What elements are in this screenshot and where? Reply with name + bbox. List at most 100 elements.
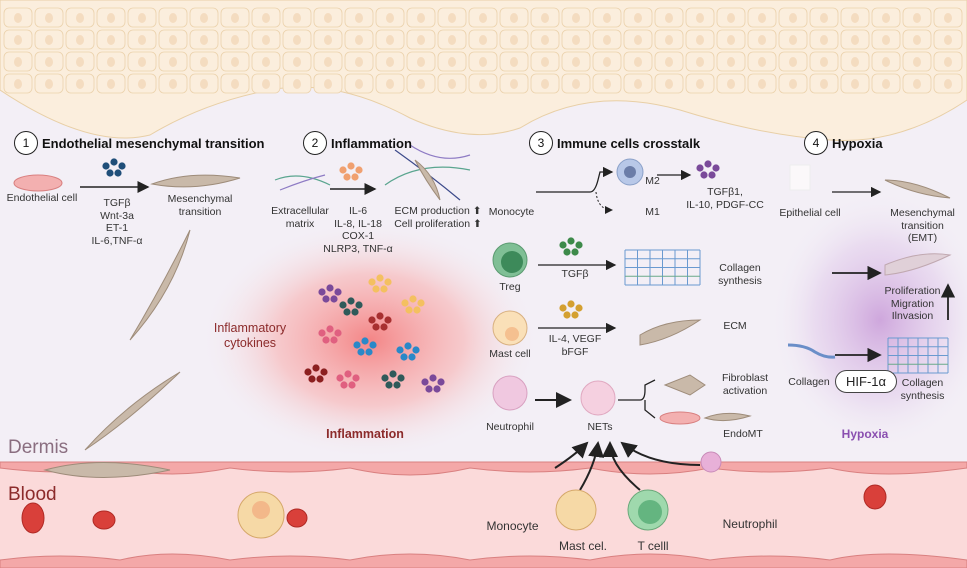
proliferating-cells-icon: [884, 253, 952, 276]
cytokine-dot: [429, 374, 437, 382]
inflammation-outcome-label: ECM production ⬆ Cell proliferation ⬆: [394, 205, 482, 230]
epidermal-nucleus: [944, 35, 952, 45]
cytokine-dot: [700, 171, 708, 179]
epidermal-nucleus: [169, 79, 177, 89]
ecm-label: Extracellular matrix: [271, 205, 329, 230]
cytokine-dot: [347, 297, 355, 305]
ecm-fibroblast-icon: [639, 319, 702, 346]
epidermal-nucleus: [200, 79, 208, 89]
endothelial-cell-icon: [659, 411, 701, 425]
cytokine-dot: [343, 308, 351, 316]
epidermal-nucleus: [820, 13, 828, 23]
epidermal-nucleus: [541, 57, 549, 67]
epidermal-nucleus: [758, 57, 766, 67]
collagen-label: Collagen: [788, 376, 830, 388]
monocyte-m2-arrow: [536, 166, 614, 193]
epidermal-nucleus: [820, 57, 828, 67]
cytokine-dot: [348, 381, 356, 389]
epidermal-nucleus: [944, 79, 952, 89]
epidermal-nucleus: [293, 35, 301, 45]
section-3-header: 3 Immune cells crosstalk: [529, 131, 700, 155]
epidermal-nucleus: [231, 13, 239, 23]
section-3-title: Immune cells crosstalk: [557, 135, 701, 151]
inflammation-zone: [200, 220, 540, 460]
hypoxia-zone-label: Hypoxia: [841, 427, 889, 441]
cytokine-dot: [404, 342, 412, 350]
epidermal-nucleus: [789, 35, 797, 45]
epidermal-nucleus: [417, 79, 425, 89]
extravasating-neutrophil-icon: [700, 451, 722, 473]
epidermal-nucleus: [758, 13, 766, 23]
epidermal-nucleus: [603, 35, 611, 45]
fibroblast-icon: [129, 229, 191, 341]
epidermal-nucleus: [448, 79, 456, 89]
cytokine-dot: [421, 378, 429, 386]
inflammatory-cytokines-label: Inflammatory cytokines: [213, 321, 287, 350]
epidermal-nucleus: [510, 79, 518, 89]
cytokine-dot: [412, 346, 420, 354]
epidermal-nucleus: [14, 13, 22, 23]
cytokine-dot: [355, 301, 363, 309]
cytokine-dot: [347, 162, 355, 170]
treg-factor-label: TGFβ: [561, 268, 589, 280]
blood-mast-cell-icon: [555, 489, 597, 531]
cytokine-dot: [376, 274, 384, 282]
cytokine-dot: [106, 169, 114, 177]
epidermal-nucleus: [851, 79, 859, 89]
m2-factors-label: TGFβ1, IL-10, PDGF-CC: [686, 186, 764, 211]
epidermal-nucleus: [76, 79, 84, 89]
emt-cell-icon: [884, 179, 951, 199]
cytokine-dot: [389, 370, 397, 378]
t-cell-nucleus-icon: [638, 500, 662, 524]
epidermal-nucleus: [789, 57, 797, 67]
epidermal-nucleus: [727, 35, 735, 45]
epidermal-nucleus: [448, 35, 456, 45]
cytokine-dot: [380, 323, 388, 331]
epidermal-nucleus: [355, 35, 363, 45]
epidermal-nucleus: [820, 79, 828, 89]
epidermal-nucleus: [200, 13, 208, 23]
epidermal-nucleus: [882, 57, 890, 67]
epidermal-nucleus: [913, 35, 921, 45]
epidermal-nucleus: [696, 79, 704, 89]
endothelial-cell-icon: [13, 174, 63, 192]
cytokine-dot: [365, 348, 373, 356]
epidermal-nucleus: [789, 79, 797, 89]
blood-label: Blood: [8, 484, 57, 505]
epidermal-nucleus: [293, 13, 301, 23]
blood-neutrophil-label: Neutrophil: [722, 517, 778, 531]
epidermal-nucleus: [665, 57, 673, 67]
epidermal-nucleus: [913, 57, 921, 67]
epidermal-nucleus: [76, 13, 84, 23]
cytokine-dot: [368, 316, 376, 324]
epidermal-nucleus: [510, 35, 518, 45]
cytokine-dot: [397, 374, 405, 382]
hypoxia-emt-label: Mesenchymal transition (EMT): [890, 207, 955, 244]
inflammation-cytokine-dots: [339, 162, 363, 181]
cytokine-dot: [352, 374, 360, 382]
epidermal-nucleus: [479, 13, 487, 23]
epidermal-nucleus: [324, 57, 332, 67]
epidermal-nucleus: [355, 57, 363, 67]
epidermal-nucleus: [851, 13, 859, 23]
cytokine-dot: [409, 295, 417, 303]
cytokine-dot: [413, 306, 421, 314]
cytokine-dot: [368, 278, 376, 286]
epidermal-nucleus: [758, 79, 766, 89]
epidermal-nucleus: [479, 35, 487, 45]
m2-label: M2: [645, 175, 660, 187]
cytokine-dot: [322, 336, 330, 344]
cytokine-dot: [380, 285, 388, 293]
cytokine-dot: [351, 308, 359, 316]
cytokine-dot: [318, 288, 326, 296]
red-blood-cells: [21, 484, 887, 534]
epidermal-nucleus: [76, 35, 84, 45]
cytokine-dot: [704, 160, 712, 168]
epidermal-nucleus: [758, 35, 766, 45]
cytokine-dot: [308, 375, 316, 383]
epidermal-nucleus: [696, 57, 704, 67]
epidermal-nucleus: [634, 57, 642, 67]
fibroblast-icon: [414, 159, 441, 201]
cytokine-dot: [408, 353, 416, 361]
